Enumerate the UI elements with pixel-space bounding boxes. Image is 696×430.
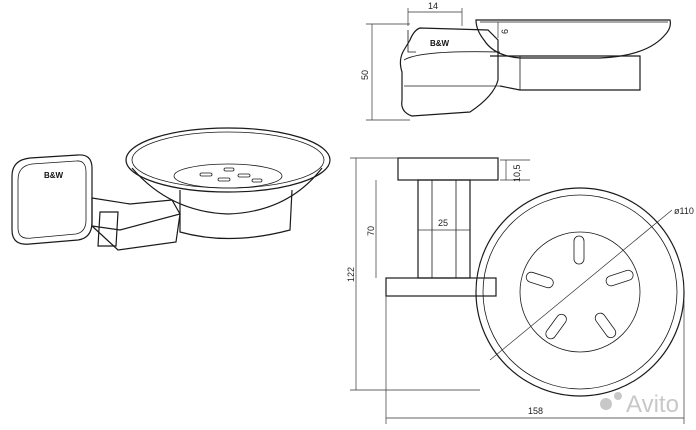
dish-bottom [173,163,283,189]
front-base [385,277,497,297]
side-dish [475,19,671,59]
drain-slots-perspective [199,167,263,183]
watermark-dot-icon [600,398,612,410]
side-arm [490,55,641,91]
watermark: Avito [600,391,679,418]
dish-rim-outer [125,127,331,193]
dim-top-gap: 6 [500,29,510,34]
side-plate-notch [407,30,416,53]
drain-slot [525,271,554,289]
drain-slot [605,269,634,287]
dim-top-width: 14 [428,1,438,11]
dim-total-length: 158 [528,406,543,416]
dim-post-height: 70 [366,226,376,236]
front-flange [397,157,499,181]
holder-ring [179,189,293,240]
drain-slots-front [525,235,634,340]
dim-side-height: 50 [360,70,370,80]
dim-flange-height: 10,5 [512,164,522,182]
drain-slot [594,312,617,339]
wall-plate [11,154,93,245]
brand-label-perspective: B&W [44,171,64,180]
dish-inner-circle [482,194,678,390]
drain-slot [199,172,213,177]
dim-dish-diameter: ø110 [674,206,694,216]
drain-slot [545,313,567,340]
drain-slot [251,178,263,183]
wall-plate-inner [17,160,87,239]
perspective-view: B&W [11,127,331,251]
dim-post-width: 25 [438,218,448,228]
front-view: ø110 10,5 70 25 122 158 [346,157,694,424]
arm-lower [91,213,181,251]
brand-label-side: B&W [430,39,450,48]
drain-slot [573,235,585,265]
dish-rim-inner [131,131,325,189]
front-post [417,179,471,279]
watermark-dot-icon [614,392,622,400]
drain-slot [217,177,231,182]
side-plate [399,27,499,117]
side-view: B&W 14 6 50 [360,1,671,121]
dim-diameter-leader [489,209,673,361]
watermark-text: Avito [626,391,679,418]
drain-slot [223,167,235,172]
drain-slot [237,173,251,178]
arm [91,197,181,231]
dish-body [131,167,323,215]
dish-outer-circle [475,187,685,397]
dish-drain-circle [519,231,641,353]
dim-total-height: 122 [346,267,356,282]
side-plate-top-edge [403,51,501,61]
arm-post [97,211,119,247]
